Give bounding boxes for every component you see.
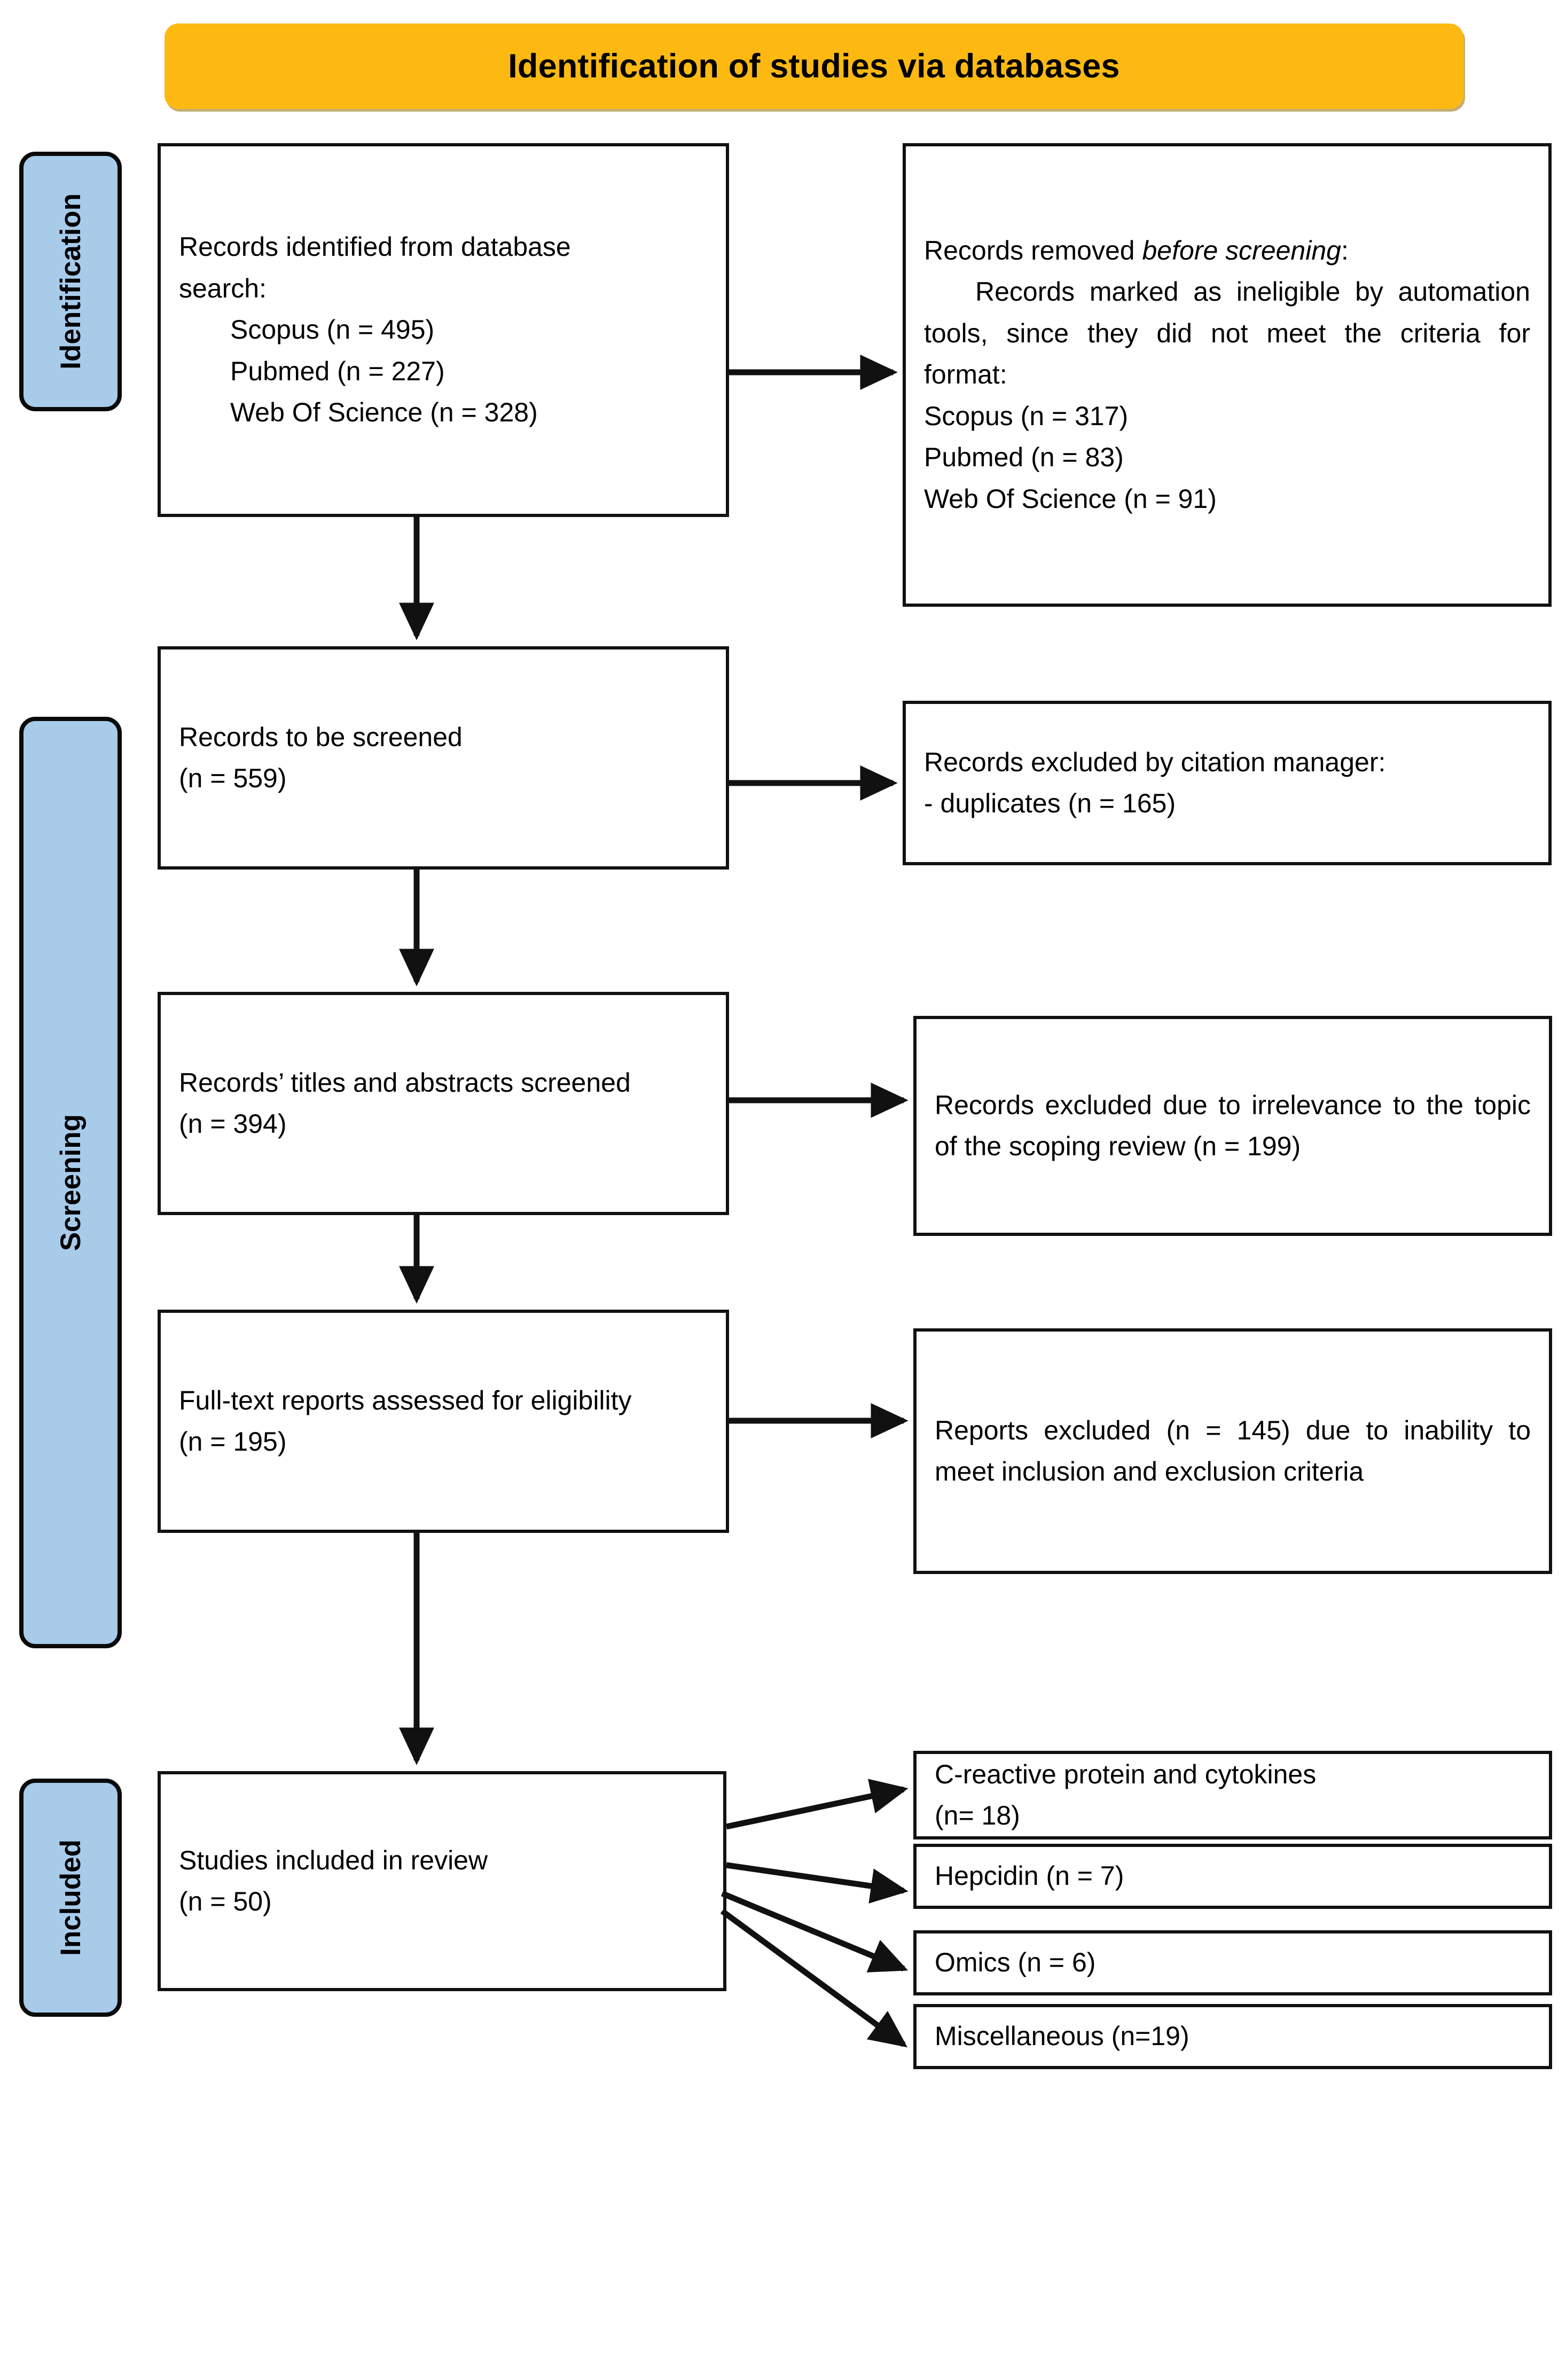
records-removed-body: Records marked as ineligible by automati…	[924, 277, 1530, 390]
arrow-included-to-omics	[720, 1908, 908, 2048]
excluded-citman-line1: Records excluded by citation manager:	[924, 747, 1386, 777]
box-records-identified: Records identified from database search:…	[158, 143, 729, 517]
records-screened-count: (n = 559)	[179, 763, 287, 793]
category-crp-count: (n= 18)	[935, 1800, 1020, 1830]
records-identified-wos: Web Of Science (n = 328)	[230, 397, 538, 428]
banner-title: Identification of studies via databases	[508, 48, 1120, 85]
box-titles-abstracts-screened: Records’ titles and abstracts screened (…	[158, 992, 729, 1215]
box-excluded-irrelevance: Records excluded due to irrelevance to t…	[913, 1016, 1552, 1236]
arrow-included-to-hepcidin	[721, 1890, 909, 1972]
box-category-hepcidin: Hepcidin (n = 7)	[913, 1844, 1552, 1909]
records-removed-pubmed: Pubmed (n = 83)	[924, 442, 1124, 473]
records-identified-pubmed: Pubmed (n = 227)	[230, 356, 445, 386]
stage-label-included: Included	[19, 1779, 122, 2017]
excluded-irrelevance-text: Records excluded due to irrelevance to t…	[935, 1090, 1531, 1162]
titles-abstracts-line1: Records’ titles and abstracts screened	[179, 1067, 631, 1098]
records-removed-wos: Web Of Science (n = 91)	[924, 483, 1217, 514]
studies-included-count: (n = 50)	[179, 1886, 272, 1916]
box-excluded-reports: Reports excluded (n = 145) due to inabil…	[913, 1328, 1552, 1574]
records-screened-line1: Records to be screened	[179, 722, 463, 752]
stage-identification-text: Identification	[54, 193, 87, 370]
category-misc-line1: Miscellaneous (n=19)	[935, 2021, 1189, 2052]
records-removed-heading: Records removed before screening:	[924, 230, 1530, 272]
category-hepcidin-line1: Hepcidin (n = 7)	[935, 1861, 1124, 1891]
box-category-crp-cytokines: C-reactive protein and cytokines (n= 18)	[913, 1751, 1552, 1839]
fulltext-line1: Full-text reports assessed for eligibili…	[179, 1385, 632, 1415]
records-removed-scopus: Scopus (n = 317)	[924, 401, 1129, 431]
box-records-to-be-screened: Records to be screened (n = 559)	[158, 646, 729, 870]
studies-included-line1: Studies included in review	[179, 1845, 488, 1875]
box-records-removed-before-screening: Records removed before screening: Record…	[903, 143, 1552, 607]
excluded-reports-text: Reports excluded (n = 145) due to inabil…	[935, 1415, 1531, 1487]
records-identified-line1: Records identified from database	[179, 232, 571, 262]
stage-label-screening: Screening	[19, 717, 122, 1648]
titles-abstracts-count: (n = 394)	[179, 1109, 287, 1139]
box-fulltext-assessed: Full-text reports assessed for eligibili…	[158, 1310, 729, 1533]
records-removed-heading-suffix: :	[1341, 235, 1349, 265]
diagram-header-banner: Identification of studies via databases	[165, 24, 1463, 109]
arrow-included-to-misc	[725, 1779, 909, 1830]
box-category-miscellaneous: Miscellaneous (n=19)	[913, 2004, 1552, 2069]
box-studies-included: Studies included in review (n = 50)	[158, 1771, 726, 1991]
box-excluded-citation-manager: Records excluded by citation manager: - …	[903, 701, 1552, 865]
stage-screening-text: Screening	[54, 1114, 87, 1251]
stage-included-text: Included	[54, 1839, 87, 1956]
fulltext-count: (n = 195)	[179, 1427, 287, 1457]
stage-label-identification: Identification	[19, 152, 122, 411]
records-identified-scopus: Scopus (n = 495)	[230, 315, 435, 345]
category-omics-line1: Omics (n = 6)	[935, 1947, 1096, 1978]
records-identified-line2: search:	[179, 273, 267, 303]
arrow-included-to-crp	[726, 1862, 909, 1904]
category-crp-line1: C-reactive protein and cytokines	[935, 1759, 1317, 1789]
excluded-citman-line2: - duplicates (n = 165)	[924, 788, 1176, 818]
box-category-omics: Omics (n = 6)	[913, 1930, 1552, 1995]
records-removed-heading-prefix: Records removed	[924, 235, 1142, 265]
records-removed-heading-italic: before screening	[1142, 235, 1341, 265]
